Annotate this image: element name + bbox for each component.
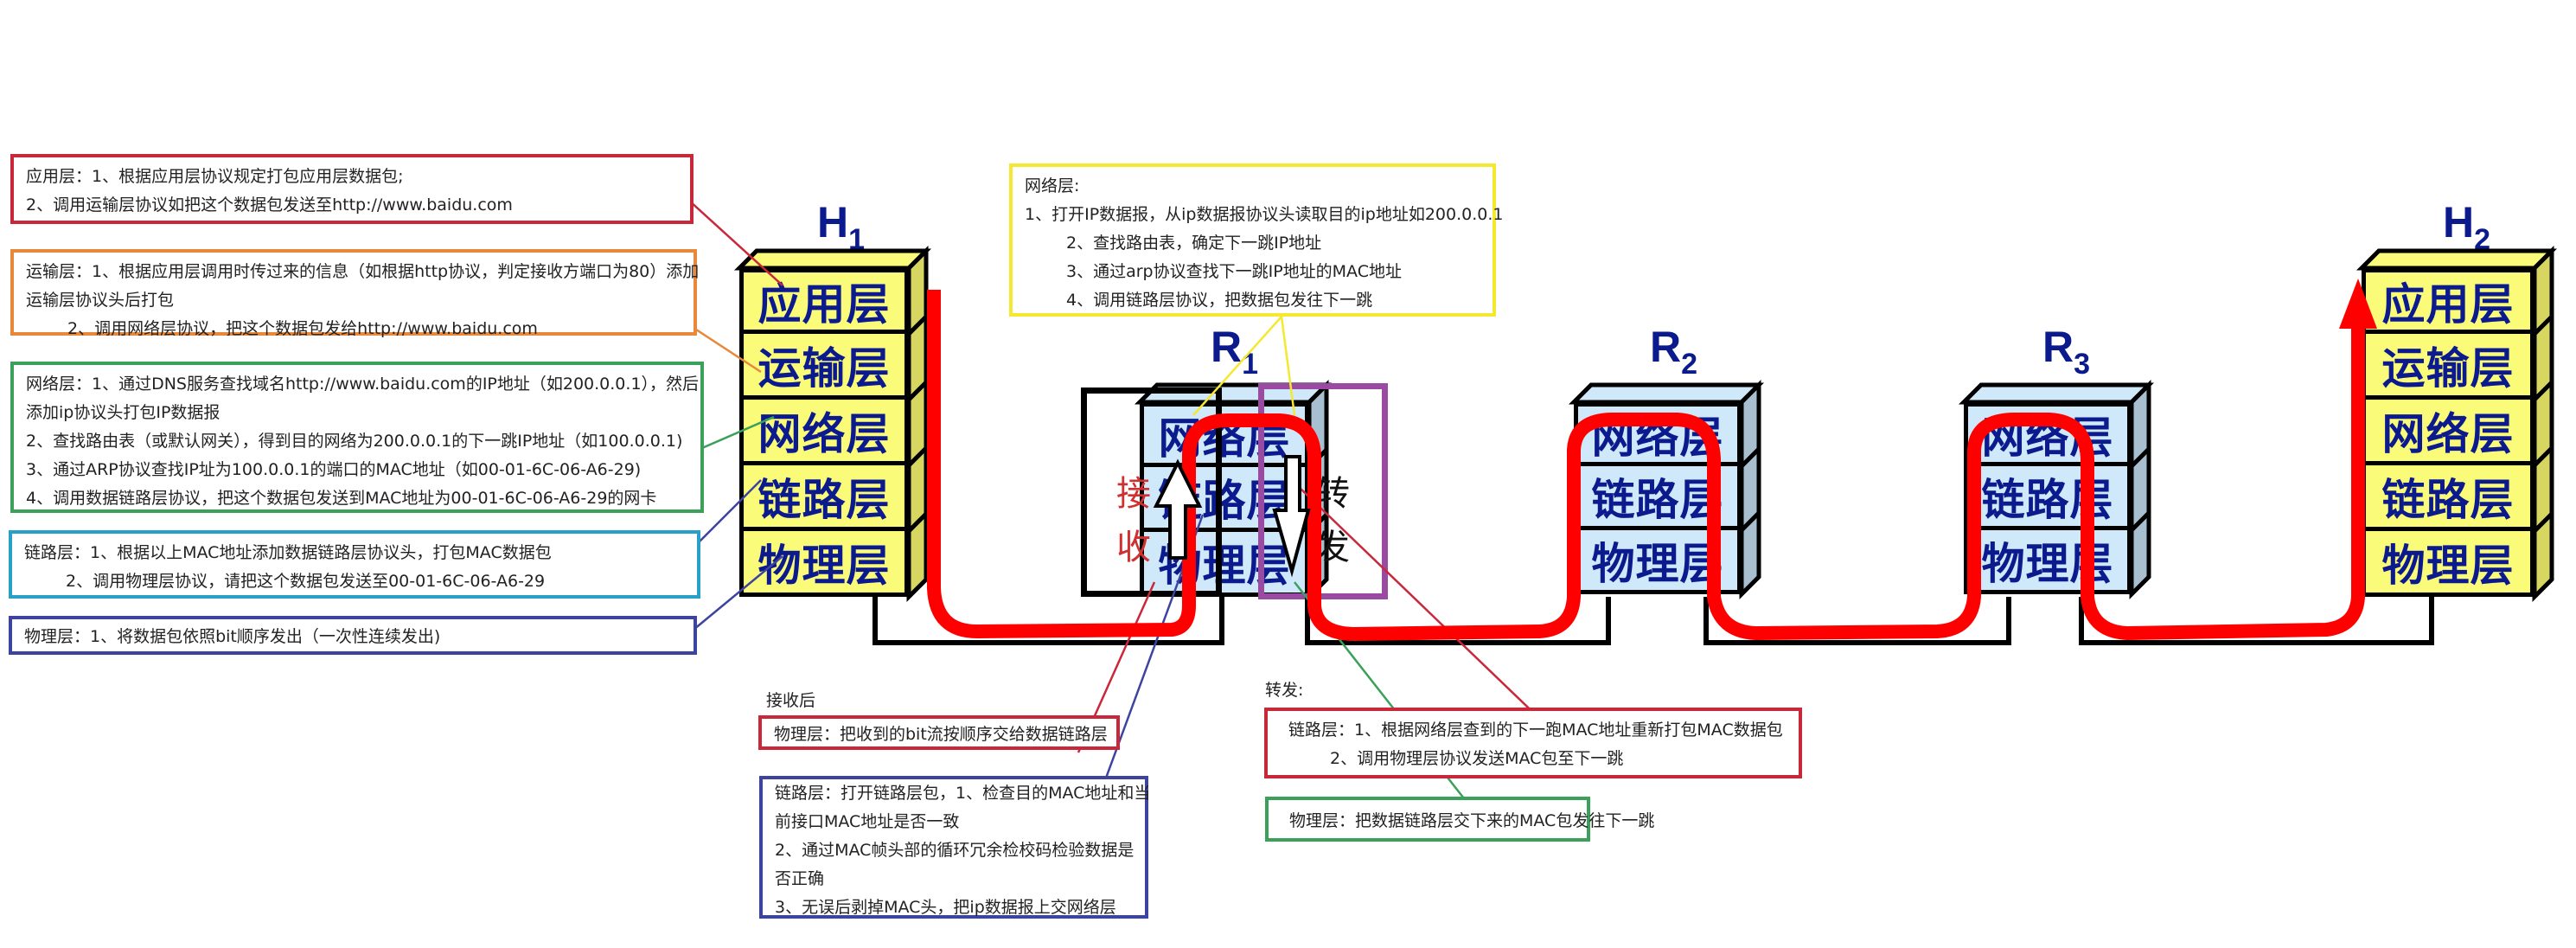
note-application-layer: 应用层：1、根据应用层协议规定打包应用层数据包; 2、调用运输层协议如把这个数据… [10, 154, 694, 224]
note-line: 4、调用链路层协议，把数据包发往下一跳 [1066, 291, 1373, 310]
stack-side-face [906, 245, 929, 603]
node-label-h1-name: H [817, 198, 849, 247]
note-line: 1、打开IP数据报，从ip数据报协议头读取目的ip地址如200.0.0.1 [1025, 205, 1504, 224]
forward-heading: 转发: [1265, 681, 1304, 700]
node-label-h2: H2 [2443, 197, 2490, 257]
note-line: 2、调用物理层协议，请把这个数据包发送至00-01-6C-06-A6-29 [66, 572, 546, 591]
note-link-layer: 链路层：1、根据以上MAC地址添加数据链路层协议头，打包MAC数据包 2、调用物… [9, 530, 700, 599]
note-line: 2、调用运输层协议如把这个数据包发送至http://www.baidu.com [26, 195, 513, 215]
note-line: 网络层: [1025, 176, 1080, 195]
note-line: 否正确 [775, 869, 825, 888]
stack-side-divider [907, 315, 928, 336]
note-line: 链路层：1、根据以上MAC地址添加数据链路层协议头，打包MAC数据包 [24, 543, 552, 562]
note-line: 3、无误后剥掉MAC头，把ip数据报上交网络层 [775, 898, 1116, 917]
wire-r3-h2 [2079, 597, 2434, 645]
note-line: 物理层：把数据链路层交下来的MAC包发往下一跳 [1289, 811, 1655, 830]
stack-side-face [2532, 245, 2554, 603]
node-label-r2-sub: 2 [1681, 348, 1698, 381]
forward-down-arrow [1272, 455, 1311, 578]
note-line: 前接口MAC地址是否一致 [775, 812, 960, 831]
note-line: 物理层：1、将数据包依照bit顺序发出（一次性连续发出) [24, 627, 441, 646]
note-line: 物理层：把收到的bit流按顺序交给数据链路层 [774, 725, 1108, 744]
note-receive-physical: 物理层：把收到的bit流按顺序交给数据链路层 [758, 715, 1120, 750]
note-line: 4、调用数据链路层协议，把这个数据包发送到MAC地址为00-01-6C-06-A… [26, 489, 657, 508]
receive-label-char-1: 接 [1116, 474, 1151, 514]
receive-label-char-2: 收 [1116, 528, 1151, 567]
leader-forward-link [1299, 487, 1549, 727]
stack-side-divider [907, 446, 928, 467]
note-line: 2、通过MAC帧头部的循环冗余检校码检验数据是 [775, 841, 1135, 860]
node-label-r1-name: R [1211, 323, 1243, 371]
node-label-r3-sub: 3 [2074, 348, 2091, 381]
wire-r1-r2 [1305, 597, 1611, 645]
note-line: 链路层：1、根据网络层查到的下一跑MAC地址重新打包MAC数据包 [1288, 721, 1783, 740]
node-label-h2-name: H [2443, 198, 2475, 247]
node-label-h1: H1 [817, 197, 865, 257]
forward-box [1258, 383, 1388, 599]
note-line: 运输层协议头后打包 [26, 291, 175, 310]
link-wires [873, 597, 2434, 645]
note-line: 网络层：1、通过DNS服务查找域名http://www.baidu.com的IP… [26, 375, 700, 394]
note-transport-layer: 运输层：1、根据应用层调用时传过来的信息（如根据http协议，判定接收方端口为8… [10, 249, 700, 338]
data-path-arrowhead [2339, 279, 2377, 329]
layer-b: 运输层 [739, 330, 909, 400]
stack-side-divider [907, 512, 928, 533]
note-line: 3、通过ARP协议查找IP址为100.0.0.1的端口的MAC地址（如00-01… [26, 460, 642, 479]
leader-r1-network-a [1192, 316, 1282, 416]
note-physical-layer: 物理层：1、将数据包依照bit顺序发出（一次性连续发出) [9, 616, 697, 655]
receive-up-arrow [1153, 458, 1203, 560]
note-line: 2、调用网络层协议，把这个数据包发给http://www.baidu.com [67, 319, 538, 338]
stack-side-divider [1740, 511, 1761, 532]
wire-h1-r1 [873, 597, 1224, 645]
note-line: 链路层：打开链路层包，1、检查目的MAC地址和当 [775, 784, 1151, 803]
stack-side-divider [2130, 447, 2151, 468]
note-line: 2、查找路由表，确定下一跳IP地址 [1066, 234, 1322, 253]
note-line: 应用层：1、根据应用层协议规定打包应用层数据包; [26, 167, 404, 186]
node-label-r3-name: R [2042, 323, 2074, 371]
node-label-r3: R3 [2042, 322, 2090, 381]
receive-label: 接 收 [1114, 467, 1154, 574]
note-forward-link: 链路层：1、根据网络层查到的下一跑MAC地址重新打包MAC数据包 2、调用物理层… [1264, 708, 1802, 778]
layer-e: 物理层 [739, 527, 909, 597]
note-router-network-layer: 网络层: 1、打开IP数据报，从ip数据报协议头读取目的ip地址如200.0.0… [1009, 163, 1504, 317]
layer-d: 链路层 [739, 461, 909, 531]
layer-d: 链路层 [2362, 461, 2534, 531]
layer-a: 应用层 [739, 268, 909, 334]
wire-r2-r3 [1703, 597, 2011, 645]
data-path [927, 290, 2365, 641]
note-network-layer: 网络层：1、通过DNS服务查找域名http://www.baidu.com的IP… [10, 362, 704, 513]
stack-side-divider [2533, 315, 2554, 336]
layer-c: 网络层 [2362, 395, 2534, 465]
node-label-r2: R2 [1650, 322, 1697, 381]
note-line: 2、调用物理层协议发送MAC包至下一跳 [1330, 749, 1624, 768]
note-forward-physical: 物理层：把数据链路层交下来的MAC包发往下一跳 [1265, 797, 1655, 842]
stack-side-divider [2130, 511, 2151, 532]
stack-side-divider [2533, 381, 2554, 401]
node-label-r2-name: R [1650, 323, 1682, 371]
stack-side-divider [2533, 512, 2554, 533]
leader-r1-network-b [1280, 316, 1296, 416]
note-line: 2、查找路由表（或默认网关），得到目的网络为200.0.0.1的下一跳IP地址（… [26, 432, 683, 451]
stack-side-divider [2533, 446, 2554, 467]
stack-side-divider [1740, 447, 1761, 468]
receive-heading: 接收后 [766, 691, 816, 710]
receive-box [1081, 388, 1222, 597]
note-line: 运输层：1、根据应用层调用时传过来的信息（如根据http协议，判定接收方端口为8… [26, 262, 700, 281]
stack-side-divider [907, 381, 928, 401]
node-label-h2-sub: 2 [2474, 223, 2491, 256]
note-receive-link: 链路层：打开链路层包，1、检查目的MAC地址和当 前接口MAC地址是否一致 2、… [759, 776, 1151, 919]
layer-e: 物理层 [2362, 527, 2534, 597]
note-line: 3、通过arp协议查找下一跳IP地址的MAC地址 [1066, 262, 1402, 281]
node-label-h1-sub: 1 [848, 223, 866, 256]
note-line: 添加ip协议头打包IP数据报 [26, 403, 221, 422]
